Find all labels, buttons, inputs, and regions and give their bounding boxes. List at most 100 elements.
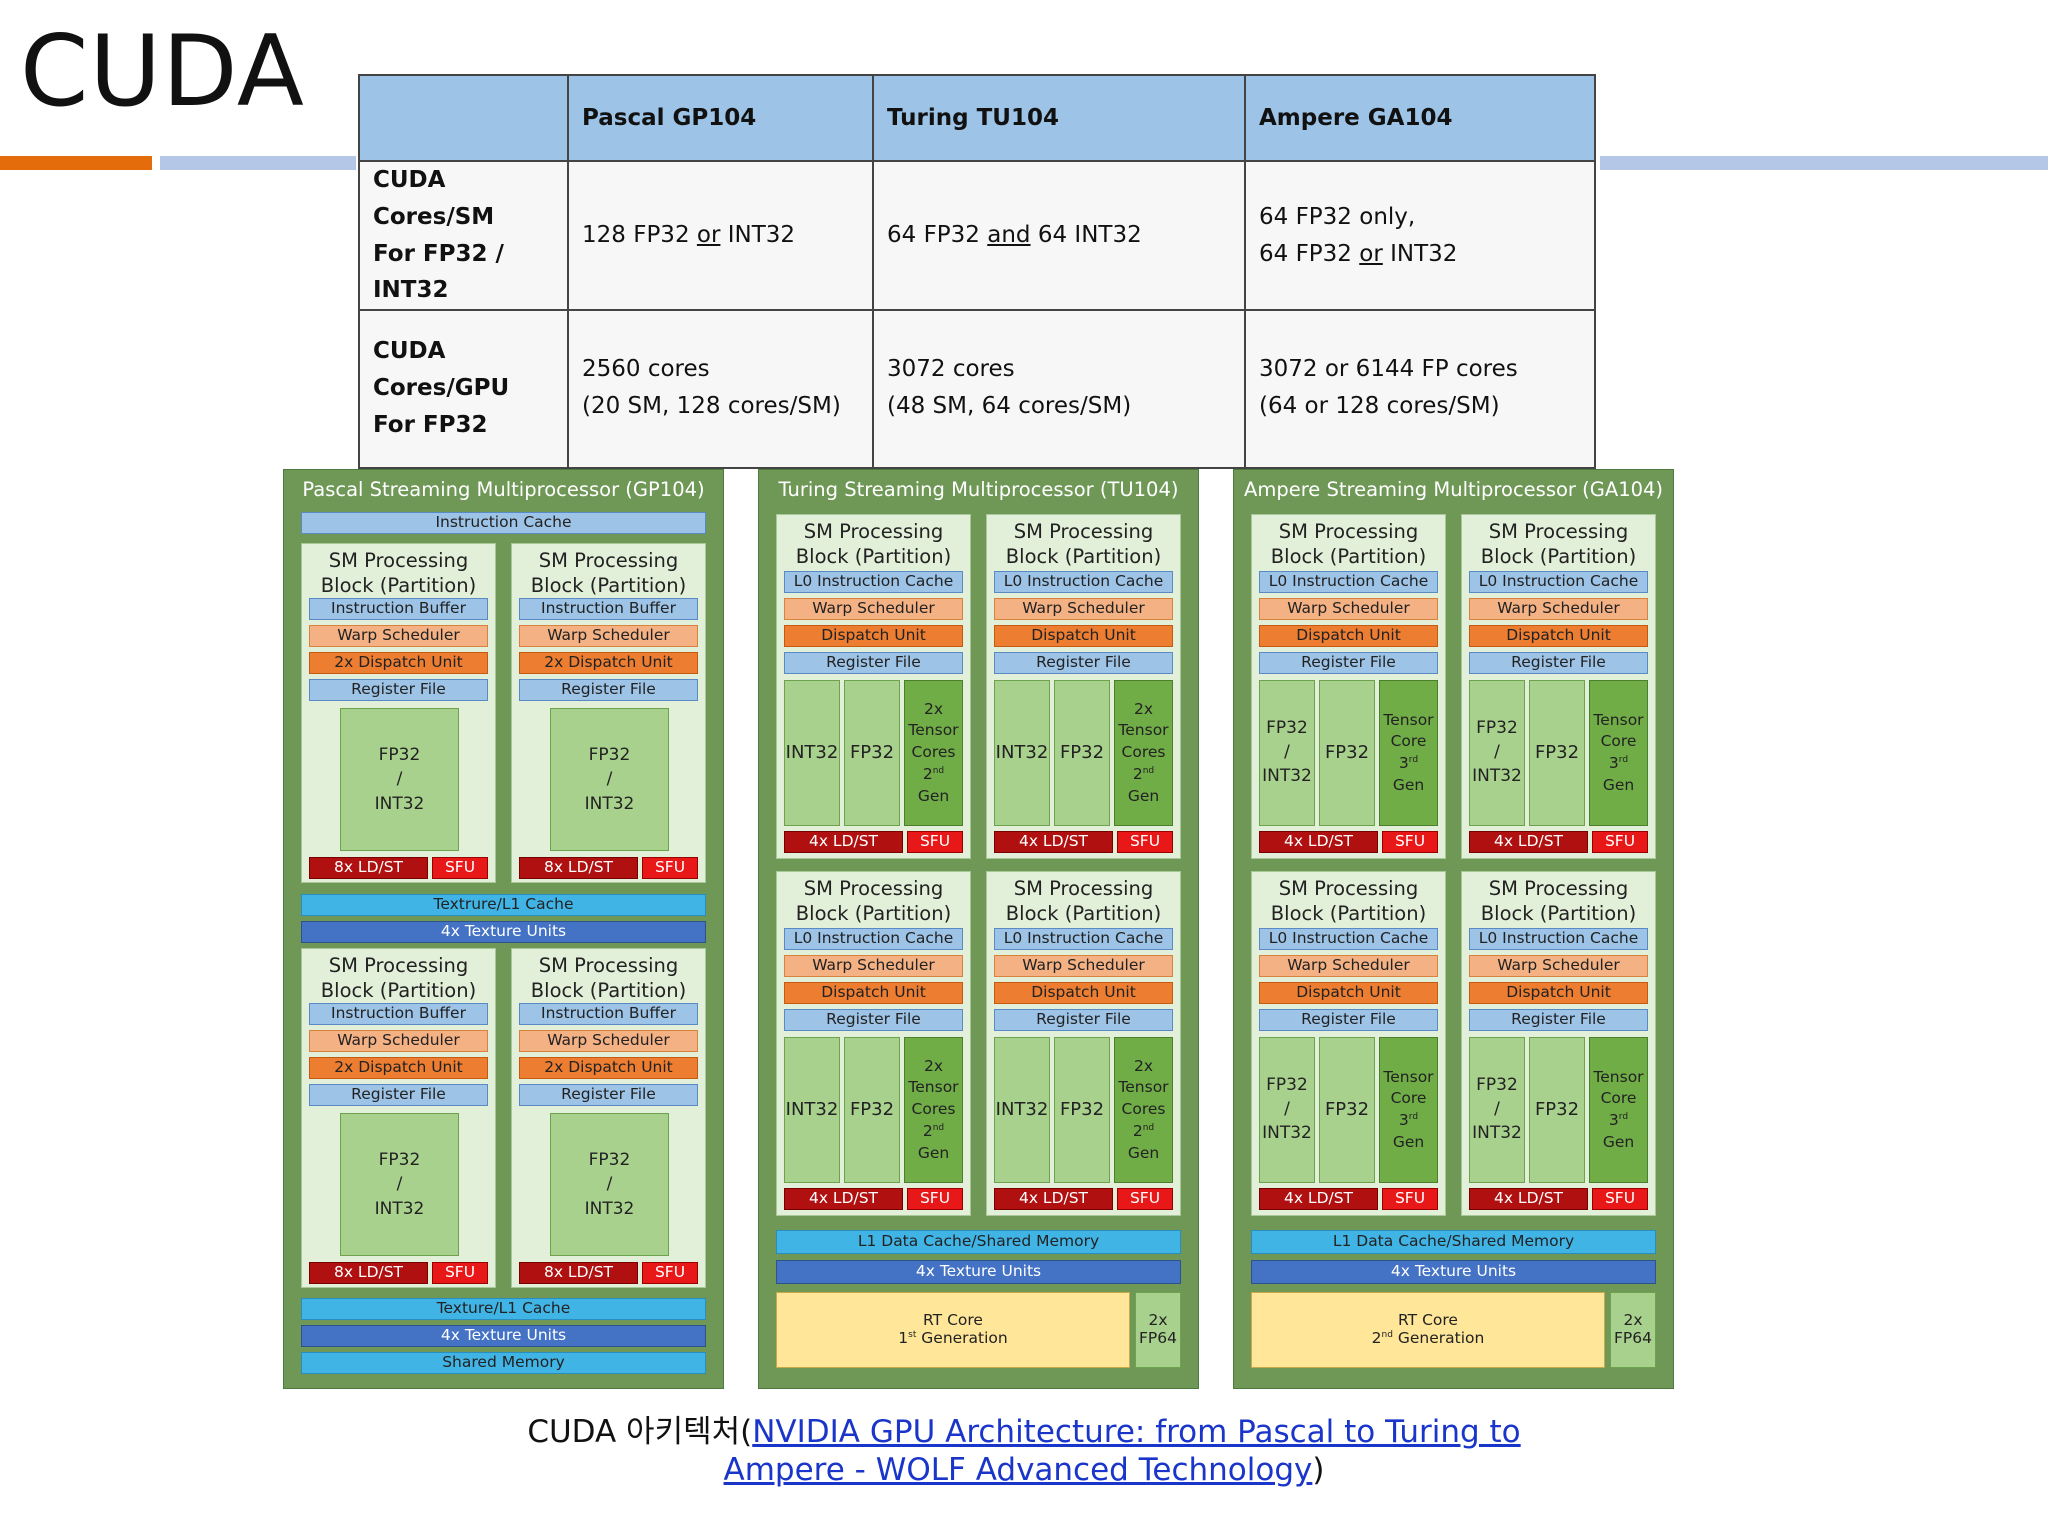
label-line: / — [396, 769, 403, 790]
table-row: CUDA Cores/GPU For FP32 2560 cores (20 S… — [358, 309, 1596, 470]
rt-gen-suffix: st — [908, 1329, 917, 1340]
label-line: Core — [1600, 1089, 1637, 1108]
label-line: SM Processing — [1013, 877, 1154, 900]
source-link[interactable]: NVIDIA GPU Architecture: from Pascal to … — [752, 1414, 1521, 1450]
sfu-unit: SFU — [642, 857, 698, 879]
l0-instruction-cache: L0 Instruction Cache — [784, 928, 963, 950]
fp32-cores: FP32 — [1319, 680, 1375, 826]
label-line: FP32 — [1266, 1075, 1308, 1096]
label-line: / — [606, 1174, 613, 1195]
fp64-label: FP64 — [1614, 1329, 1652, 1347]
register-file: Register File — [1259, 1009, 1438, 1031]
cell-text: 2560 cores — [582, 356, 710, 383]
instruction-buffer: Instruction Buffer — [309, 598, 488, 620]
tensor-gen: 2nd — [1133, 1121, 1154, 1143]
label-line: CUDA Cores/SM — [373, 167, 495, 230]
fp64-unit: 2x FP64 — [1610, 1292, 1656, 1368]
shared-memory: Shared Memory — [301, 1352, 706, 1374]
label-line: INT32 — [374, 1198, 425, 1219]
cell-text: 64 FP32 — [887, 222, 988, 249]
tensor-gen: 2nd — [923, 764, 944, 786]
label-line: / — [1284, 1099, 1290, 1120]
label-line: 3 — [1398, 754, 1409, 772]
turing-sm-title: Turing Streaming Multiprocessor (TU104) — [778, 478, 1179, 501]
label-line: INT32 — [584, 793, 635, 814]
dispatch-unit: Dispatch Unit — [994, 982, 1173, 1004]
pascal-sm-title: Pascal Streaming Multiprocessor (GP104) — [302, 478, 705, 501]
ld-st-units: 4x LD/ST — [1469, 831, 1588, 853]
label-line: SM Processing — [538, 549, 679, 572]
cell-text: INT32 — [720, 222, 796, 249]
cell-text: INT32 — [1382, 240, 1458, 267]
cell-text: (48 SM, 64 cores/SM) — [887, 392, 1132, 419]
label-line: Cores — [911, 1100, 956, 1119]
tensor-gen-suffix: rd — [1618, 1111, 1629, 1122]
dispatch-unit: 2x Dispatch Unit — [309, 652, 488, 674]
instruction-buffer: Instruction Buffer — [519, 598, 698, 620]
pascal-sm-diagram: Pascal Streaming Multiprocessor (GP104) … — [283, 469, 724, 1389]
warp-scheduler: Warp Scheduler — [1469, 598, 1648, 620]
register-file: Register File — [519, 1084, 698, 1106]
table-header-cell: Ampere GA104 — [1244, 74, 1596, 162]
cell-text: 64 FP32 only, — [1259, 203, 1416, 230]
rt-core: RT Core 2nd Generation — [1251, 1292, 1605, 1368]
table-header-row: Pascal GP104 Turing TU104 Ampere GA104 — [358, 74, 1596, 162]
label-line: / — [606, 769, 613, 790]
texture-units: 4x Texture Units — [301, 921, 706, 943]
tensor-gen-suffix: rd — [1408, 754, 1419, 765]
texture-units: 4x Texture Units — [776, 1260, 1181, 1284]
source-link-continued[interactable]: Ampere - WOLF Advanced Technology — [723, 1452, 1313, 1488]
label-line: SM Processing — [803, 877, 944, 900]
sfu-unit: SFU — [432, 1262, 488, 1284]
fp32-int32-cores: FP32/INT32 — [340, 1113, 459, 1256]
fp64-label: 2x — [1148, 1311, 1168, 1330]
fp32-int32-cores: FP32/INT32 — [550, 1113, 669, 1256]
cell-text: (64 or 128 cores/SM) — [1259, 392, 1500, 419]
label-line: Tensor — [908, 1078, 959, 1097]
label-line: Gen — [1392, 1132, 1425, 1151]
fp32-cores: FP32 — [1054, 680, 1110, 826]
label-line: CUDA — [373, 338, 446, 365]
fp32-cores: FP32 — [844, 680, 900, 826]
sfu-unit: SFU — [1592, 1188, 1648, 1210]
ld-st-units: 4x LD/ST — [994, 1188, 1113, 1210]
label-line: 2 — [1132, 1121, 1143, 1140]
instruction-buffer: Instruction Buffer — [519, 1003, 698, 1025]
tensor-gen-suffix: nd — [932, 1122, 945, 1133]
register-file: Register File — [519, 679, 698, 701]
cell-underlined: or — [1359, 240, 1383, 267]
label-line: INT32 — [584, 1198, 635, 1219]
label-line: Tensor — [1118, 1078, 1169, 1097]
label-line: SM Processing — [1278, 520, 1419, 543]
label-line: INT32 — [1472, 765, 1522, 786]
label-line: Tensor — [908, 721, 959, 740]
label-line: 2x — [923, 1056, 944, 1075]
label-line: Gen — [917, 1143, 950, 1162]
rt-gen-suffix: nd — [1381, 1329, 1393, 1340]
l0-instruction-cache: L0 Instruction Cache — [1469, 928, 1648, 950]
tensor-gen-suffix: nd — [1142, 765, 1155, 776]
fp32-cores: FP32 — [1529, 680, 1585, 826]
ld-st-units: 8x LD/ST — [519, 857, 638, 879]
label-line: Core — [1390, 1089, 1427, 1108]
label-line: SM Processing — [1278, 877, 1419, 900]
label-line: Cores — [1121, 743, 1166, 762]
register-file: Register File — [994, 652, 1173, 674]
cell-text: 64 INT32 — [1030, 222, 1142, 249]
label-line: INT32 — [374, 793, 425, 814]
label-line: Core — [1600, 732, 1637, 751]
cell-text: 128 FP32 — [582, 222, 697, 249]
